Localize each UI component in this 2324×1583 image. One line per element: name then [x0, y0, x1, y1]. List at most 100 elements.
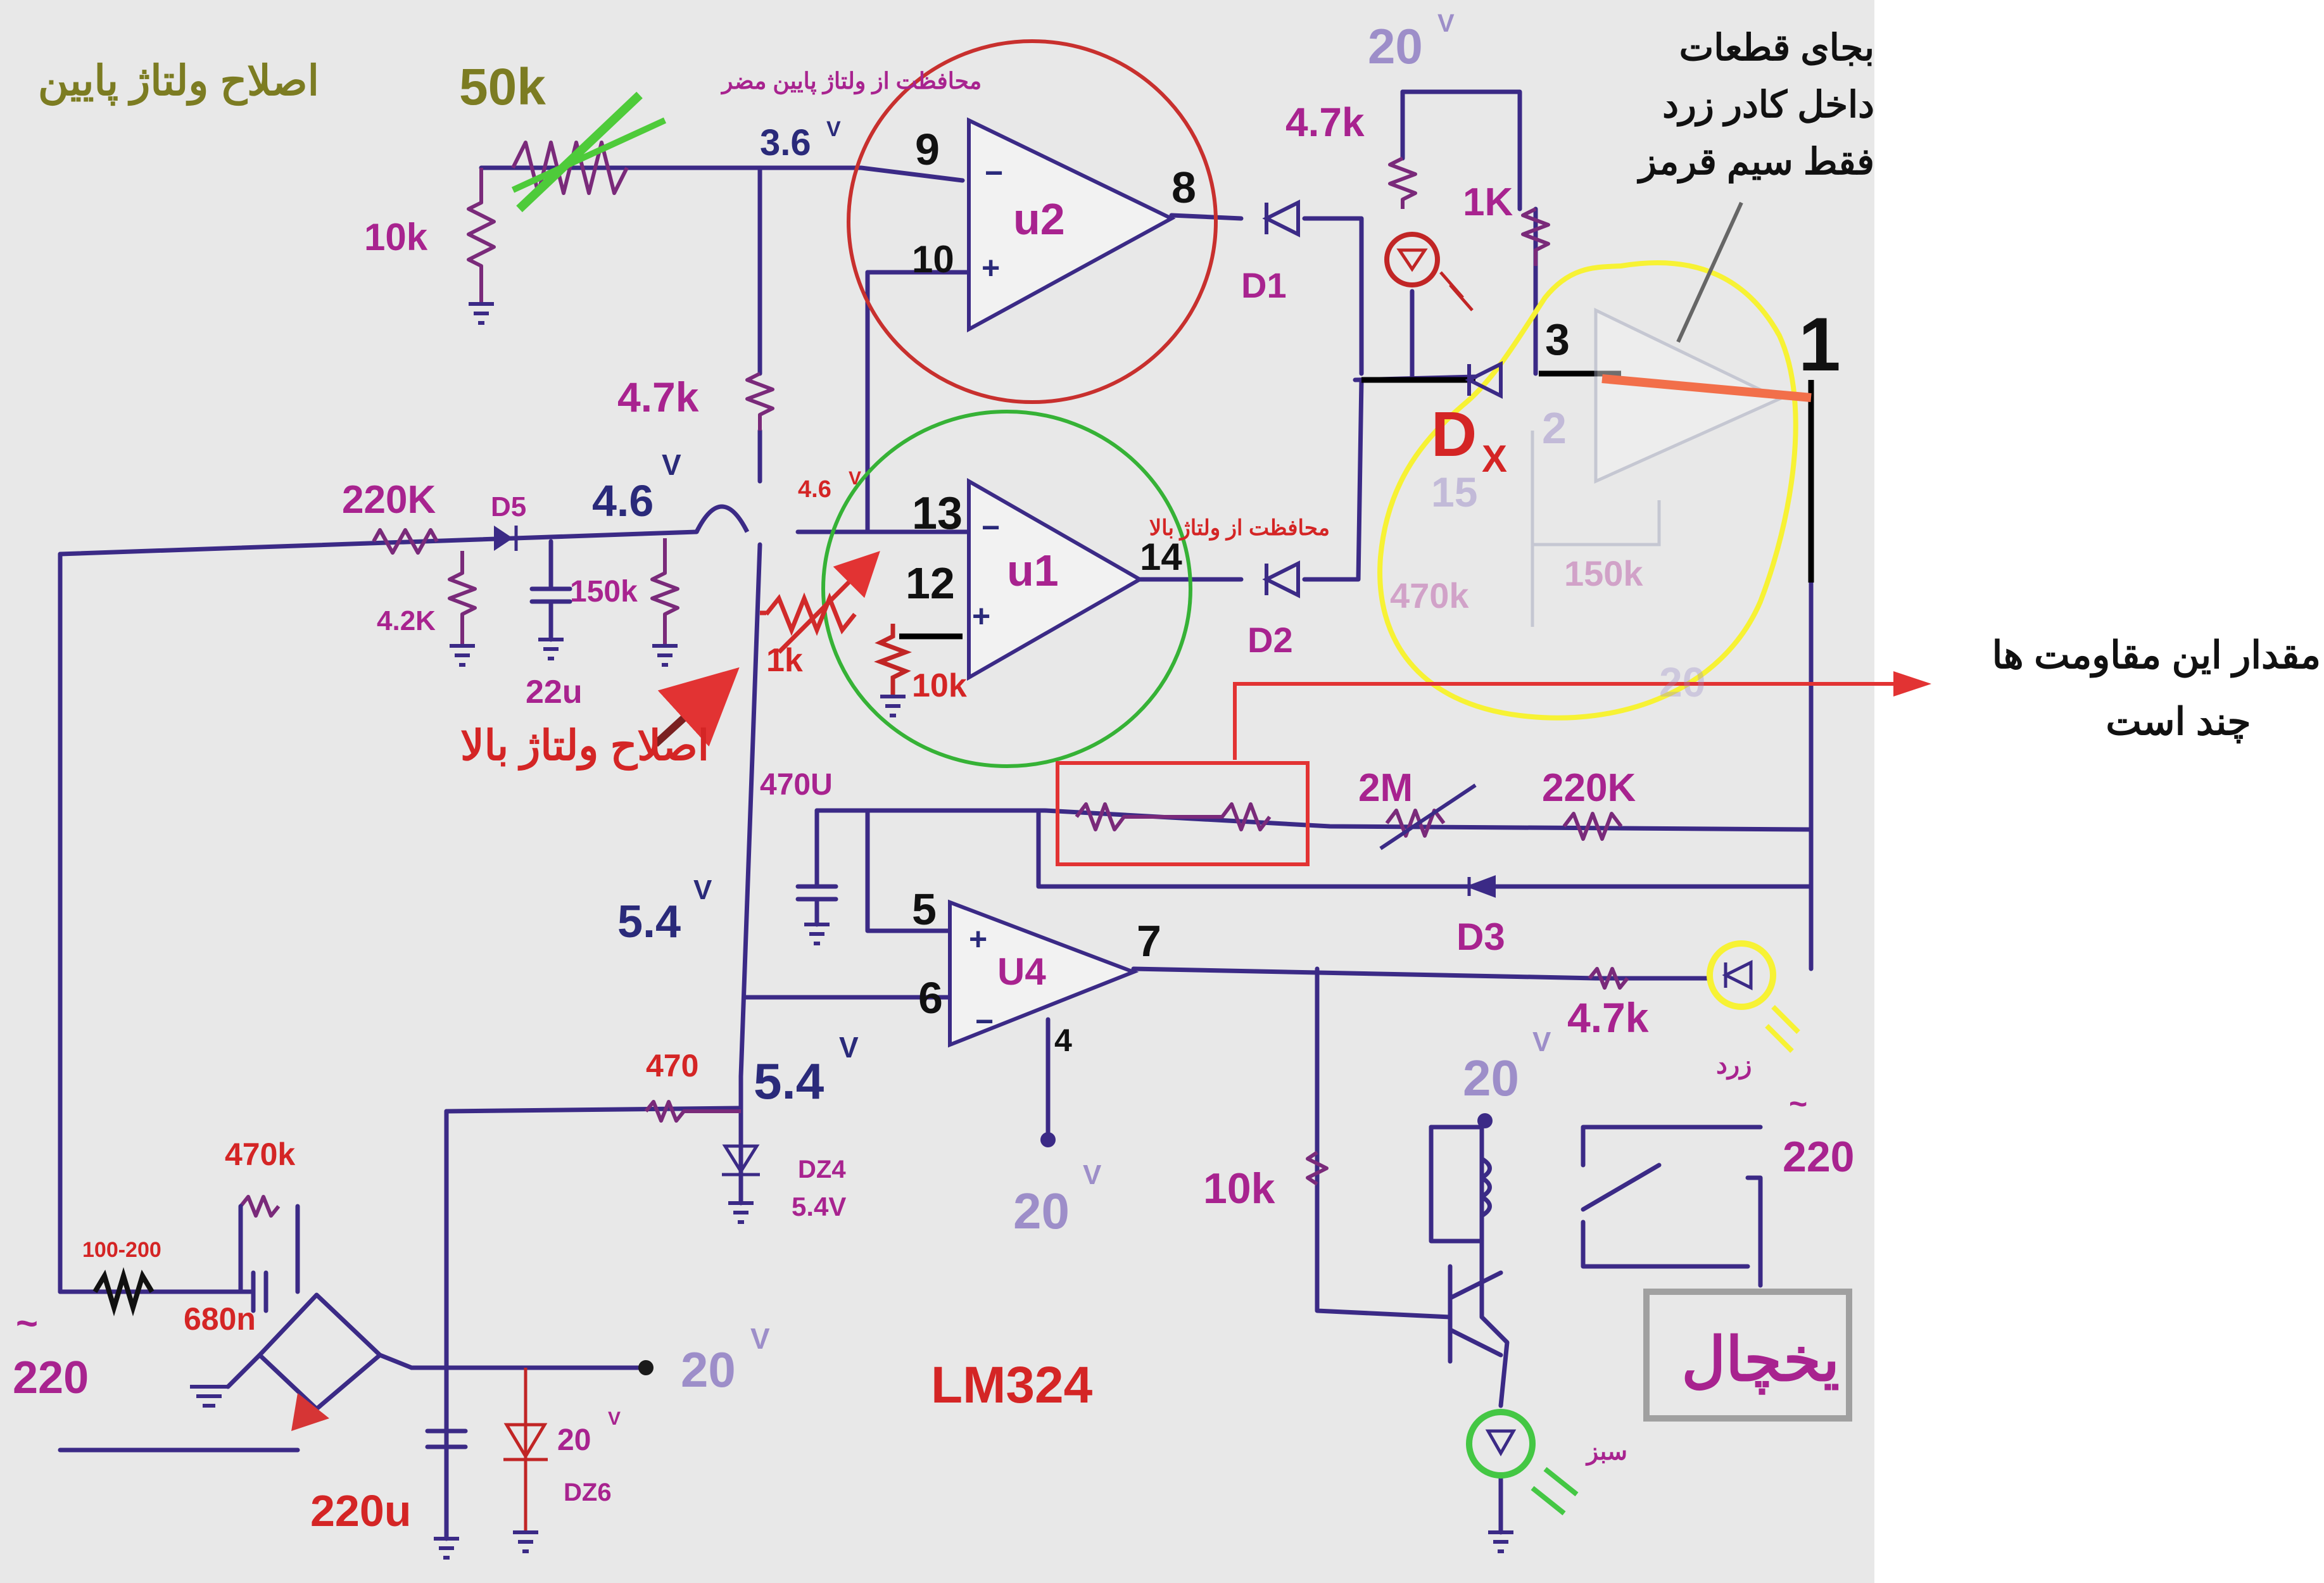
label-4.7k-top: 4.7k [1285, 99, 1365, 145]
label-volt-unit: V [693, 874, 712, 905]
label-5.4v-a: 5.4 [617, 897, 681, 947]
label-dz6: DZ6 [564, 1479, 612, 1506]
label-20-faded: 20 [1659, 659, 1705, 705]
label-pin6: 6 [918, 973, 943, 1023]
label-volt-unit: V [1532, 1026, 1551, 1057]
label-tilde: ~ [16, 1302, 38, 1344]
label-question-1: مقدار این مقاومت ها [1992, 634, 2321, 678]
label-470: 470 [646, 1048, 698, 1083]
label-note-2: داخل کادر زرد [1662, 84, 1874, 127]
label-volt-unit: V [1437, 9, 1455, 37]
grounds [190, 302, 1513, 1560]
note-arrow [1676, 201, 1743, 343]
labels: اصلاح ولتاژ پایین 50k محافظت از ولتاژ پا… [13, 9, 2321, 1536]
label-d1: D1 [1241, 265, 1287, 305]
red-led [1384, 232, 1474, 312]
label-pin4: 4 [1054, 1023, 1072, 1058]
label-10k-mid: 10k [912, 667, 967, 704]
label-pin9: 9 [915, 125, 940, 174]
question-arrow [1233, 682, 1900, 760]
svg-text:−: − [982, 510, 1000, 545]
label-top-20v: 20 [1368, 18, 1423, 74]
label-volt-unit: V [750, 1322, 770, 1355]
label-pin14: 14 [1140, 536, 1182, 578]
label-1k-top: 1K [1463, 180, 1513, 224]
label-22u: 22u [526, 674, 583, 710]
label-dx: D [1431, 399, 1477, 470]
diodes [494, 199, 1503, 1532]
label-2m: 2M [1358, 766, 1413, 810]
label-question-2: چند است [2106, 700, 2251, 744]
u1-highlight-circle [821, 410, 1192, 768]
label-pin1: 1 [1798, 302, 1841, 387]
label-volt-unit: V [1083, 1159, 1102, 1190]
red-wire-replacement [1601, 374, 1812, 402]
label-4.7k-mid: 4.7k [617, 374, 699, 420]
question-arrow-head [1893, 671, 1931, 697]
question-box [1056, 761, 1310, 866]
label-note-1: بجای قطعات [1679, 27, 1874, 68]
label-pin2-faded: 2 [1542, 403, 1567, 453]
label-1k-pot: 1k [766, 642, 803, 679]
label-470k-faded: 470k [1390, 576, 1469, 615]
label-150k-faded: 150k [1564, 553, 1643, 593]
label-pin12: 12 [906, 558, 955, 608]
label-4.2k: 4.2K [377, 605, 436, 636]
svg-text:+: + [969, 921, 987, 957]
label-pin10: 10 [912, 238, 954, 281]
label-relay-220: 220 [1783, 1133, 1854, 1181]
label-220k-b: 220K [1542, 766, 1636, 810]
label-220k: 220K [342, 478, 436, 522]
terminal-dot [638, 1360, 654, 1375]
high-adjust-arrow [652, 667, 740, 747]
label-150k: 150k [570, 575, 638, 609]
label-680n: 680n [184, 1301, 256, 1337]
svg-text:−: − [985, 155, 1003, 191]
label-10k-bottom: 10k [1203, 1164, 1275, 1213]
label-10k-left: 10k [364, 216, 428, 258]
label-4.6v-small: 4.6 [798, 476, 831, 503]
label-yellow-led: زرد [1716, 1051, 1752, 1080]
label-pin13: 13 [912, 488, 963, 539]
yellow-frame [1377, 260, 1798, 721]
wires [58, 89, 1814, 1541]
label-20v-supply: 20 [681, 1342, 736, 1397]
label-pin15-faded: 15 [1431, 469, 1477, 515]
faded-op-amp [1531, 308, 1783, 627]
svg-text:−: − [975, 1004, 994, 1039]
label-dz6-voltage: 20 [557, 1423, 591, 1457]
label-volt-unit: V [662, 448, 681, 481]
label-high-protect: محافظت از ولتاژ بالا [1149, 516, 1330, 541]
wire-jumper [694, 504, 750, 533]
terminal-dot [1040, 1132, 1056, 1147]
label-volt-unit: V [608, 1408, 621, 1429]
label-ac-220: 220 [13, 1353, 89, 1403]
label-dz4: DZ4 [798, 1156, 846, 1183]
label-u1: u1 [1007, 546, 1059, 595]
label-3.6v: 3.6 [760, 122, 811, 163]
yellow-led [1707, 940, 1800, 1053]
label-tilde: ~ [1789, 1086, 1807, 1121]
green-led [1466, 1409, 1579, 1516]
label-u4: U4 [997, 950, 1046, 993]
transistor [1448, 1264, 1503, 1364]
svg-text:+: + [972, 598, 990, 634]
label-green-led: سبز [1585, 1439, 1627, 1466]
op-amp-u1: − + [967, 477, 1144, 681]
label-high-voltage-adjust: اصلاح ولتاژ بالا [460, 722, 709, 771]
label-d2: D2 [1247, 620, 1293, 660]
label-50k: 50k [459, 58, 546, 116]
label-20v-relay: 20 [1463, 1050, 1519, 1106]
label-20v-pin4: 20 [1013, 1183, 1070, 1239]
resistors [92, 91, 1629, 1316]
label-4.7k-led: 4.7k [1567, 994, 1649, 1041]
label-100-200: 100-200 [82, 1238, 161, 1262]
svg-text:+: + [982, 250, 1000, 286]
label-220u: 220u [310, 1486, 412, 1536]
label-470u: 470U [760, 768, 833, 802]
label-volt-unit: V [849, 468, 861, 489]
label-volt-unit: V [839, 1031, 859, 1064]
schematic-background [0, 0, 1874, 1583]
